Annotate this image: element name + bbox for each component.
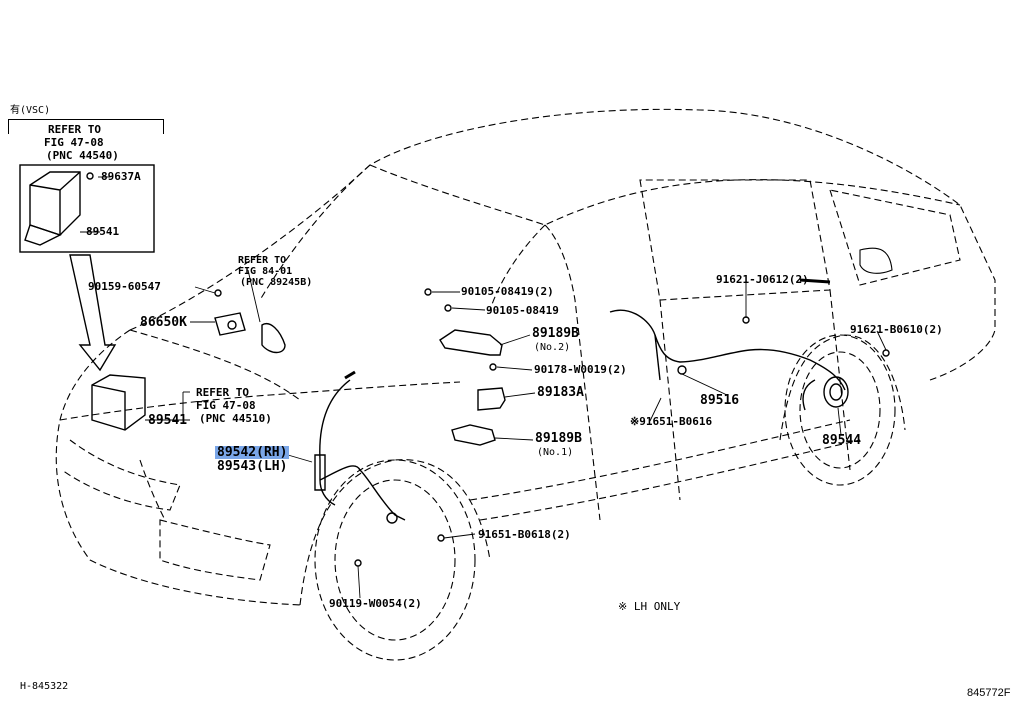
part-89637A[interactable]: 89637A bbox=[101, 170, 141, 183]
part-89516[interactable]: 89516 bbox=[700, 393, 740, 408]
part-91651-B0618[interactable]: 91651-B0618(2) bbox=[478, 528, 571, 541]
part-89542-rh[interactable]: 89542(RH) bbox=[215, 445, 290, 460]
refer-hood-line-3: (PNC 89245B) bbox=[240, 277, 313, 288]
refer-mid-line-3: (PNC 44510) bbox=[199, 412, 272, 425]
part-89189B-no1[interactable]: 89189B bbox=[535, 431, 582, 446]
part-89189B-no1-sub: (No.1) bbox=[537, 447, 574, 458]
refer-mid-line-2: FIG 47-08 bbox=[196, 399, 256, 412]
refer-top-line-3: (PNC 44540) bbox=[46, 149, 119, 162]
variant-label: 有(VSC) bbox=[10, 105, 51, 116]
note-lh-only: ※ LH ONLY bbox=[618, 600, 681, 613]
refer-mid-line-1: REFER TO bbox=[196, 386, 249, 399]
part-90119-W0054[interactable]: 90119-W0054(2) bbox=[329, 597, 422, 610]
part-91621-J0612[interactable]: 91621-J0612(2) bbox=[716, 273, 809, 286]
part-90178-W0019[interactable]: 90178-W0019(2) bbox=[534, 363, 627, 376]
footer-left-code: H-845322 bbox=[20, 681, 69, 692]
part-91621-B0610[interactable]: 91621-B0610(2) bbox=[850, 323, 943, 336]
part-90159-60547[interactable]: 90159-60547 bbox=[88, 280, 161, 293]
refer-top-line-2: FIG 47-08 bbox=[44, 136, 104, 149]
refer-hood-line-1: REFER TO bbox=[238, 255, 287, 266]
part-89189B-no2[interactable]: 89189B bbox=[532, 326, 579, 341]
part-89189B-no2-sub: (No.2) bbox=[534, 342, 571, 353]
part-89544[interactable]: 89544 bbox=[822, 433, 862, 448]
refer-hood-line-2: FIG 84-01 bbox=[238, 266, 293, 277]
part-89183A[interactable]: 89183A bbox=[537, 385, 584, 400]
part-86650K[interactable]: 86650K bbox=[140, 315, 187, 330]
part-89543-lh[interactable]: 89543(LH) bbox=[217, 459, 288, 474]
car-body-outline bbox=[129, 108, 996, 381]
part-89541-mid[interactable]: 89541 bbox=[148, 413, 188, 428]
refer-top-bracket bbox=[8, 119, 164, 134]
part-89541-top[interactable]: 89541 bbox=[86, 225, 120, 238]
part-90105-08419-2[interactable]: 90105-08419(2) bbox=[461, 285, 554, 298]
part-91651-B0616[interactable]: ※91651-B0616 bbox=[630, 415, 713, 428]
refer-top-line-1: REFER TO bbox=[48, 123, 101, 136]
part-90105-08419[interactable]: 90105-08419 bbox=[486, 304, 559, 317]
footer-right-code: 845772F bbox=[967, 687, 1011, 699]
refer-top-frame bbox=[19, 164, 155, 253]
